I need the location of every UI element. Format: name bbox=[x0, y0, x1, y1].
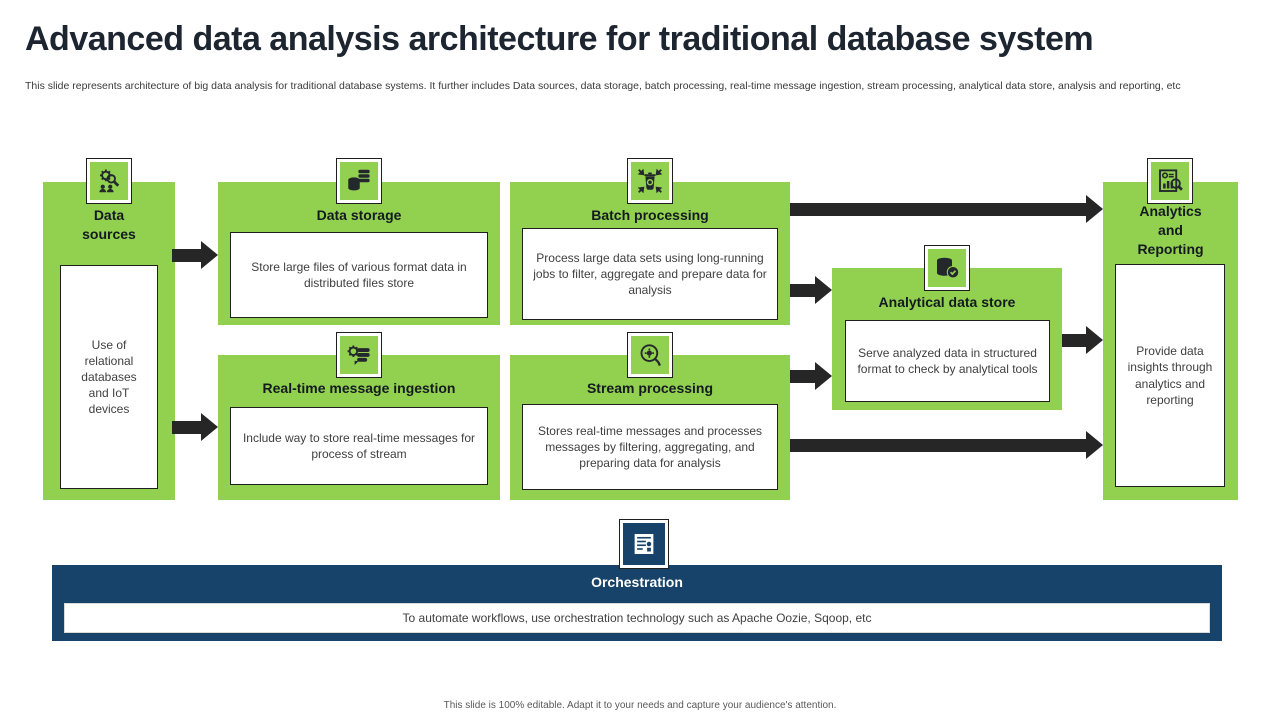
node-stream-processing-title: Stream processing bbox=[586, 380, 714, 396]
database-check-icon bbox=[937, 257, 959, 278]
node-data-storage-description: Store large files of various format data… bbox=[230, 232, 488, 318]
page-subtitle: This slide represents architecture of bi… bbox=[25, 80, 1181, 92]
node-batch-processing-description: Process large data sets using long-runni… bbox=[522, 228, 778, 320]
batch-processing-icon-badge bbox=[627, 158, 673, 204]
gear-chat-icon bbox=[347, 345, 370, 365]
orchestration-title: Orchestration bbox=[591, 574, 683, 590]
realtime-ingestion-icon-badge bbox=[336, 332, 382, 378]
analytical-data-store-icon-badge bbox=[924, 245, 970, 291]
node-analytics-reporting-title: Analytics and Reporting bbox=[1137, 203, 1204, 257]
node-data-sources-title: Data sources bbox=[82, 207, 136, 242]
page-title: Advanced data analysis architecture for … bbox=[25, 20, 1094, 58]
arrow-stream-processing-to-analytical-data-store bbox=[790, 362, 832, 390]
database-stack-icon bbox=[348, 169, 370, 191]
batch-bin-arrows-icon bbox=[637, 168, 663, 194]
footer-note: This slide is 100% editable. Adapt it to… bbox=[443, 700, 837, 711]
arrow-analytical-data-store-to-analytics-reporting bbox=[1062, 326, 1103, 354]
node-analytics-reporting-description: Provide data insights through analytics … bbox=[1115, 264, 1225, 487]
gear-swirl-icon bbox=[640, 344, 661, 366]
workflow-document-icon bbox=[634, 534, 654, 554]
people-gear-search-icon bbox=[99, 169, 120, 193]
arrow-batch-processing-to-analytical-data-store bbox=[790, 276, 832, 304]
report-chart-magnifier-icon bbox=[1159, 169, 1183, 192]
node-stream-processing-description: Stores real-time messages and processes … bbox=[522, 404, 778, 490]
node-analytical-data-store-title: Analytical data store bbox=[878, 294, 1016, 310]
node-data-storage-title: Data storage bbox=[316, 207, 402, 223]
stream-processing-icon-badge bbox=[627, 332, 673, 378]
node-data-sources-description: Use of relational databases and IoT devi… bbox=[60, 265, 158, 489]
orchestration-description: To automate workflows, use orchestration… bbox=[64, 603, 1210, 633]
arrow-batch-processing-to-analytics-reporting bbox=[790, 195, 1103, 223]
data-sources-icon-badge bbox=[86, 158, 132, 204]
data-storage-icon-badge bbox=[336, 158, 382, 204]
arrow-data-sources-to-realtime-ingestion bbox=[172, 413, 218, 441]
node-batch-processing-title: Batch processing bbox=[591, 207, 709, 223]
arrow-stream-processing-to-analytics-reporting bbox=[790, 431, 1103, 459]
orchestration-icon-badge bbox=[619, 519, 669, 569]
node-realtime-ingestion-title: Real-time message ingestion bbox=[262, 380, 456, 396]
arrow-data-sources-to-data-storage bbox=[172, 241, 218, 269]
analytics-reporting-icon-badge bbox=[1147, 158, 1193, 204]
node-analytical-data-store-description: Serve analyzed data in structured format… bbox=[845, 320, 1050, 402]
node-realtime-ingestion-description: Include way to store real-time messages … bbox=[230, 407, 488, 485]
